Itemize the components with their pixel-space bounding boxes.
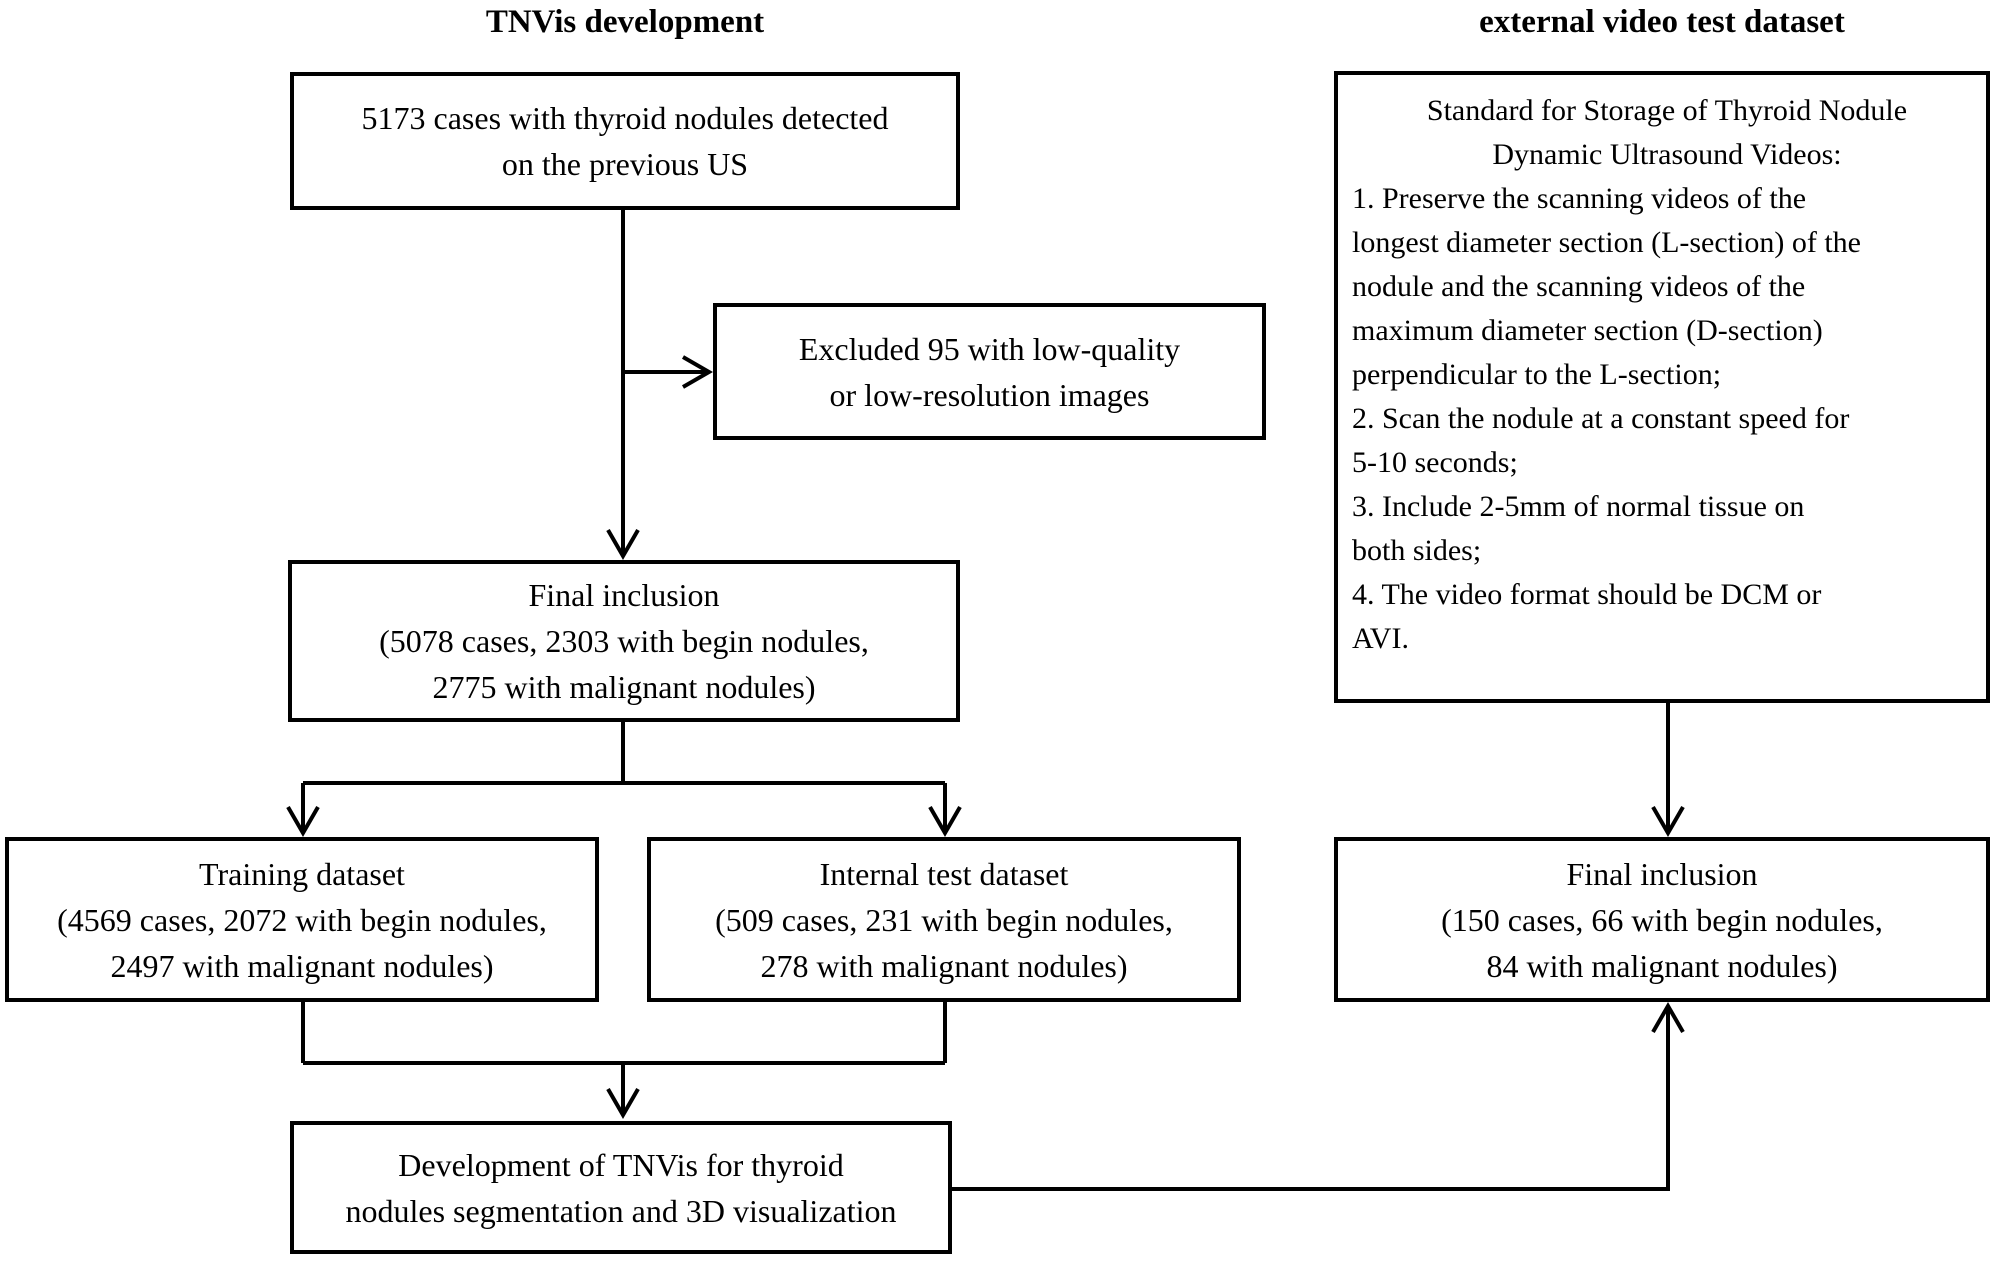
final-inclusion-right-text: Final inclusion (150 cases, 66 with begin…: [1441, 851, 1883, 989]
excluded-box-text: Excluded 95 with low-quality or low-resol…: [799, 326, 1180, 418]
text-line: or low-resolution images: [829, 376, 1150, 413]
text-line: nodule and the scanning videos of the: [1352, 270, 1806, 303]
right-column-title: external video test dataset: [1479, 4, 1845, 40]
line-split-to-datasets: [301, 722, 947, 830]
arrow-down-into-final-inclusion-left: [606, 529, 640, 561]
text-line: (5078 cases, 2303 with begin nodules,: [379, 623, 869, 659]
cases-box-text: 5173 cases with thyroid nodules detected…: [362, 95, 889, 187]
excluded-box: Excluded 95 with low-quality or low-resol…: [713, 303, 1266, 440]
text-line: both sides;: [1352, 534, 1482, 567]
arrow-up-into-final-inclusion-right: [1651, 1001, 1685, 1033]
development-box-text: Development of TNVis for thyroid nodules …: [346, 1142, 897, 1234]
text-line: 2497 with malignant nodules): [110, 947, 494, 984]
cases-box: 5173 cases with thyroid nodules detected…: [290, 72, 960, 210]
text-line: 3. Include 2-5mm of normal tissue on: [1352, 490, 1805, 523]
left-column-title: TNVis development: [485, 4, 765, 40]
final-inclusion-left-box: Final inclusion (5078 cases, 2303 with be…: [288, 560, 960, 722]
arrow-down-into-training: [286, 806, 320, 838]
text-line: (4569 cases, 2072 with begin nodules,: [57, 901, 547, 938]
arrow-right-into-excluded: [682, 355, 714, 389]
text-line: nodules segmentation and 3D visualizatio…: [345, 1192, 897, 1229]
training-dataset-box: Training dataset (4569 cases, 2072 with b…: [5, 837, 599, 1002]
arrow-down-into-final-inclusion-right: [1651, 806, 1685, 838]
text-line: Final inclusion: [1566, 855, 1758, 892]
final-inclusion-left-text: Final inclusion (5078 cases, 2303 with be…: [379, 572, 869, 710]
text-line: Final inclusion: [528, 577, 720, 613]
text-line: on the previous US: [501, 146, 749, 182]
text-line: Development of TNVis for thyroid: [398, 1146, 844, 1183]
text-line: Training dataset: [199, 855, 405, 892]
text-line: (509 cases, 231 with begin nodules,: [715, 901, 1173, 938]
text-line: 5-10 seconds;: [1352, 446, 1518, 479]
training-dataset-text: Training dataset (4569 cases, 2072 with b…: [57, 851, 547, 989]
line-development-to-final-inclusion-right: [952, 1010, 1670, 1191]
text-line: 5173 cases with thyroid nodules detected: [361, 100, 889, 136]
text-line: 84 with malignant nodules): [1486, 947, 1838, 984]
final-inclusion-right-box: Final inclusion (150 cases, 66 with begin…: [1334, 837, 1990, 1002]
video-standards-items: 1. Preserve the scanning videos of the lo…: [1352, 177, 1982, 661]
text-line: Excluded 95 with low-quality: [798, 330, 1181, 367]
arrow-down-into-development: [606, 1088, 640, 1120]
text-line: 4. The video format should be DCM or: [1352, 578, 1822, 611]
text-line: 278 with malignant nodules): [760, 947, 1128, 984]
text-line: 1. Preserve the scanning videos of the: [1352, 182, 1807, 215]
arrow-down-into-internal-test: [928, 806, 962, 838]
text-line: 2775 with malignant nodules): [432, 669, 816, 705]
development-box: Development of TNVis for thyroid nodules …: [290, 1121, 952, 1254]
text-line: maximum diameter section (D-section): [1352, 314, 1823, 347]
text-line: (150 cases, 66 with begin nodules,: [1441, 901, 1883, 938]
line-merge-to-development: [301, 1002, 947, 1113]
text-line: AVI.: [1352, 622, 1409, 655]
internal-test-dataset-text: Internal test dataset (509 cases, 231 wit…: [715, 851, 1173, 989]
text-line: 2. Scan the nodule at a constant speed f…: [1352, 402, 1850, 435]
text-line: longest diameter section (L-section) of …: [1352, 226, 1861, 259]
text-line: Dynamic Ultrasound Videos:: [1492, 138, 1842, 171]
text-line: Standard for Storage of Thyroid Nodule: [1426, 94, 1908, 127]
text-line: perpendicular to the L-section;: [1352, 358, 1722, 391]
internal-test-dataset-box: Internal test dataset (509 cases, 231 wit…: [647, 837, 1241, 1002]
text-line: Internal test dataset: [819, 855, 1069, 892]
